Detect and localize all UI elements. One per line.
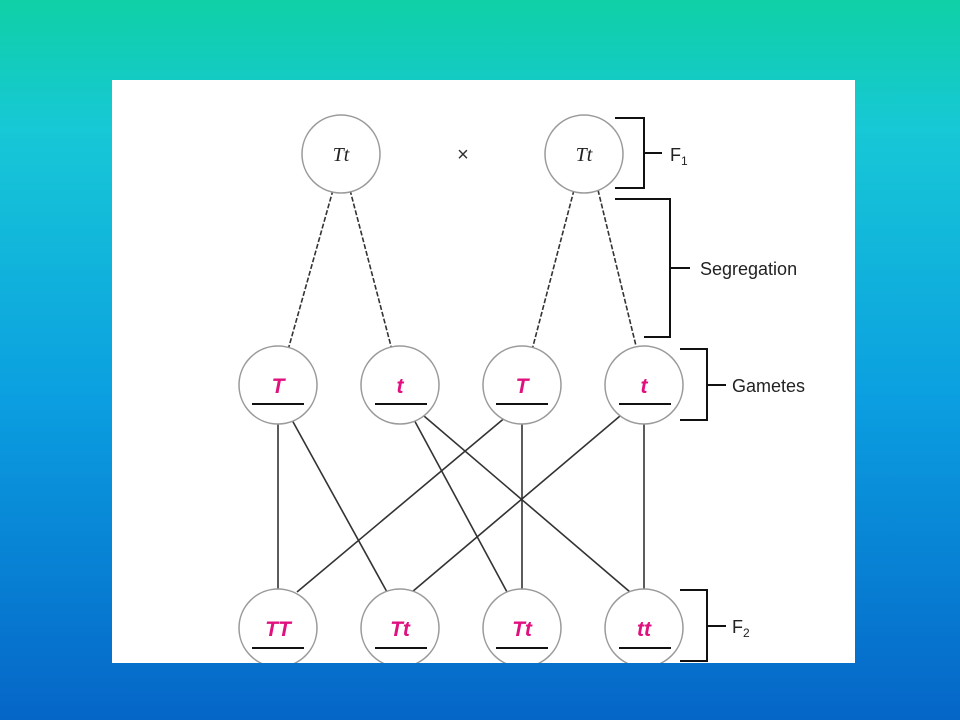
fertilization-line: [411, 415, 621, 593]
parent-genotype-left: Tt: [333, 144, 350, 166]
segregation-bracket: [615, 198, 690, 338]
parent-node-left: Tt: [301, 114, 381, 194]
offspring-node: TT: [238, 588, 318, 663]
fertilization-line: [296, 415, 508, 593]
gamete-allele: T: [272, 375, 287, 398]
gamete-node: t: [604, 345, 684, 425]
gamete-node: T: [482, 345, 562, 425]
segregation-line: [287, 189, 334, 351]
gamete-node: t: [360, 345, 440, 425]
segregation-line: [597, 189, 638, 351]
parent-node-right: Tt: [544, 114, 624, 194]
gamete-allele: t: [397, 375, 405, 398]
fertilization-line: [423, 415, 631, 593]
gamete-allele: T: [516, 375, 531, 398]
offspring-node: tt: [604, 588, 684, 663]
segregation-line: [531, 189, 575, 351]
offspring-genotype: tt: [637, 618, 652, 641]
gametes-label: Gametes: [732, 376, 805, 396]
diagram-panel: Tt × Tt T t T t TT: [112, 80, 855, 663]
gamete-node: T: [238, 345, 318, 425]
offspring-node: Tt: [482, 588, 562, 663]
f1-bracket: [615, 117, 662, 189]
offspring-node: Tt: [360, 588, 440, 663]
segregation-line: [349, 189, 393, 351]
offspring-genotype: Tt: [512, 618, 533, 641]
fertilization-line: [291, 419, 388, 593]
genetic-cross-diagram: Tt × Tt T t T t TT: [238, 114, 805, 663]
cross-symbol: ×: [457, 144, 469, 166]
fertilization-line: [411, 415, 508, 593]
gametes-bracket: [680, 348, 726, 421]
f2-label: F2: [732, 617, 750, 640]
offspring-genotype: Tt: [390, 618, 411, 641]
f2-bracket: [680, 589, 726, 662]
parent-genotype-right: Tt: [576, 144, 593, 166]
gamete-allele: t: [641, 375, 649, 398]
segregation-label: Segregation: [700, 259, 797, 279]
f1-label: F1: [670, 145, 688, 168]
offspring-genotype: TT: [265, 618, 293, 641]
